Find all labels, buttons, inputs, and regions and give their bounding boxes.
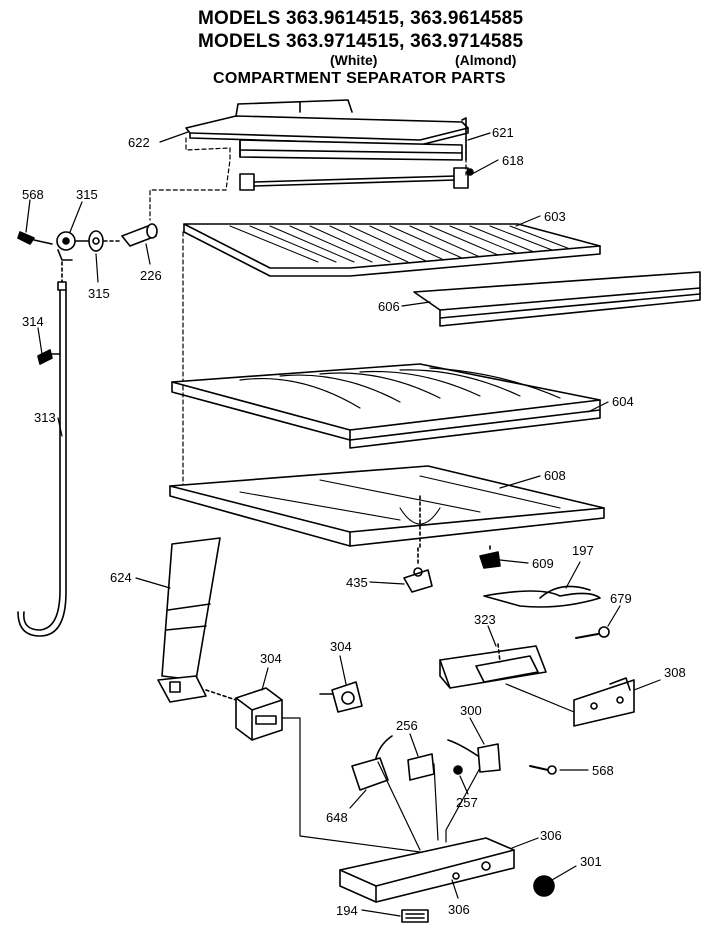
label-194: 194 (336, 903, 358, 918)
label-679: 679 (610, 591, 632, 606)
label-568-left: 568 (22, 187, 44, 202)
label-315-bottom: 315 (88, 286, 110, 301)
part-306-control-box (339, 837, 515, 903)
dashed-connectors-top (149, 129, 467, 221)
part-314-clip (37, 349, 61, 365)
label-608: 608 (544, 468, 566, 483)
models-line-2: MODELS 363.9714515, 363.9714585 (198, 31, 524, 52)
label-315-top: 315 (76, 187, 98, 202)
part-315-washer (88, 230, 104, 252)
label-568-right: 568 (592, 763, 614, 778)
part-308-plate (505, 677, 635, 727)
label-314: 314 (22, 314, 44, 329)
part-648-thermostat (351, 735, 421, 851)
part-197-spring (483, 585, 601, 608)
label-308: 308 (664, 665, 686, 680)
part-323-bracket (439, 643, 547, 689)
label-323: 323 (474, 612, 496, 627)
part-568-screw-right (529, 765, 557, 775)
label-301: 301 (580, 854, 602, 869)
label-648: 648 (326, 810, 348, 825)
part-624-duct (157, 537, 237, 703)
part-301-knob (533, 875, 555, 897)
label-435: 435 (346, 575, 368, 590)
label-226: 226 (140, 268, 162, 283)
label-622: 622 (128, 135, 150, 150)
label-604: 604 (612, 394, 634, 409)
label-306-top: 306 (540, 828, 562, 843)
part-606-front-trim (413, 271, 701, 327)
part-609-clip (479, 545, 501, 569)
label-313: 313 (34, 410, 56, 425)
label-257: 257 (456, 795, 478, 810)
part-300-switch (445, 739, 501, 843)
label-300: 300 (460, 703, 482, 718)
part-304-damper-motor (319, 681, 363, 713)
label-256: 256 (396, 718, 418, 733)
part-622-cover (185, 99, 469, 146)
part-226-tube-connector (103, 223, 158, 247)
variant-white-label: (White) (330, 52, 378, 68)
label-609: 609 (532, 556, 554, 571)
models-line-1: MODELS 363.9614515, 363.9614585 (198, 8, 524, 29)
part-257-screw (453, 765, 463, 775)
part-304-damper-housing (235, 687, 421, 853)
label-624: 624 (110, 570, 132, 585)
part-194-clip (401, 909, 429, 923)
part-604-separator (171, 363, 601, 449)
label-304-housing: 304 (260, 651, 282, 666)
label-197: 197 (572, 543, 594, 558)
part-568-screw-left (17, 231, 53, 245)
leader-lines (25, 131, 661, 917)
label-606: 606 (378, 299, 400, 314)
part-256-switch (407, 753, 439, 841)
label-603: 603 (544, 209, 566, 224)
label-306-bottom: 306 (448, 902, 470, 917)
part-618-rod (239, 167, 474, 191)
part-679-screw (575, 626, 610, 639)
part-608-base (169, 465, 605, 549)
label-621: 621 (492, 125, 514, 140)
label-618: 618 (502, 153, 524, 168)
diagram-title: COMPARTMENT SEPARATOR PARTS (213, 70, 506, 87)
part-603-shelf (183, 223, 601, 277)
variant-almond-label: (Almond) (455, 52, 517, 68)
label-304-motor: 304 (330, 639, 352, 654)
part-315-bracket (56, 231, 89, 261)
part-435-knob (403, 547, 433, 593)
part-313-drain-tube (17, 261, 67, 637)
